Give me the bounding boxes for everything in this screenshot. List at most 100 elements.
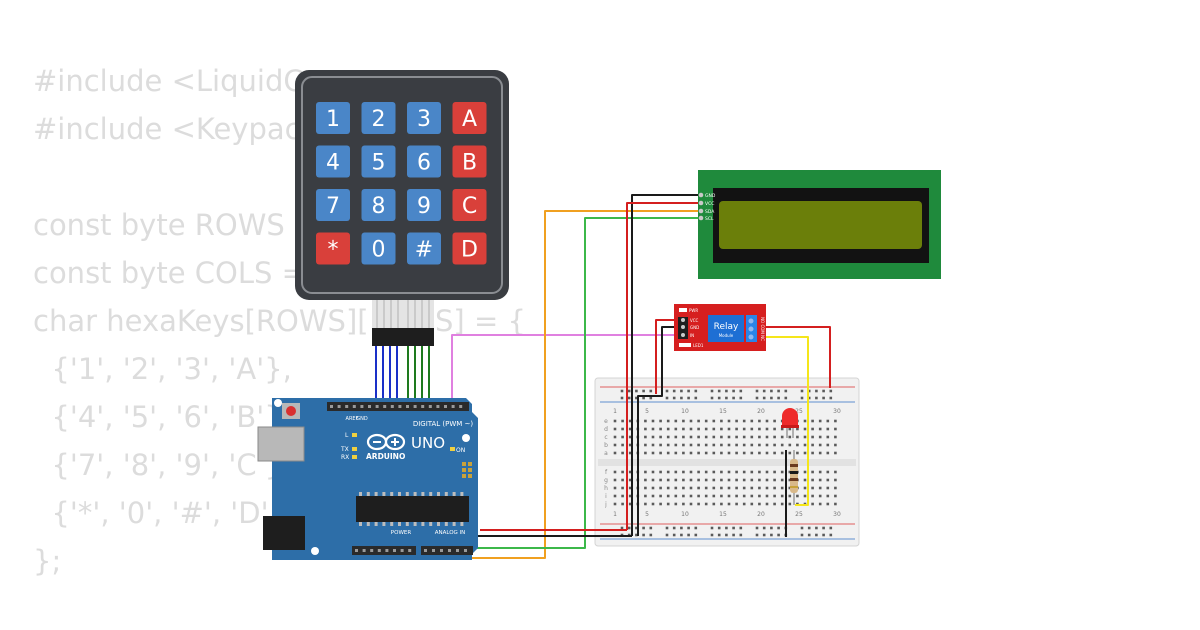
key-hash[interactable]: # bbox=[407, 232, 441, 265]
lcd-pin-label: GND bbox=[705, 193, 716, 199]
bb-hole bbox=[829, 396, 833, 400]
chip-leg bbox=[452, 522, 456, 526]
row-letter: c bbox=[604, 434, 607, 441]
bb-hole bbox=[666, 443, 670, 447]
bb-hole bbox=[651, 486, 655, 490]
row-letter: a bbox=[604, 450, 608, 457]
col-num: 10 bbox=[681, 511, 689, 518]
key-D[interactable]: D bbox=[452, 232, 487, 265]
bb-hole bbox=[732, 533, 735, 537]
key-1[interactable]: 1 bbox=[316, 102, 350, 134]
key-0[interactable]: 0 bbox=[361, 232, 396, 265]
key-cap bbox=[452, 145, 487, 178]
header-pin bbox=[432, 549, 435, 552]
bb-hole bbox=[644, 435, 647, 439]
bb-hole bbox=[750, 419, 754, 423]
bb-hole bbox=[780, 478, 784, 482]
key-3[interactable]: 3 bbox=[407, 102, 441, 134]
bb-hole bbox=[621, 435, 624, 439]
gnd-label: GND bbox=[356, 416, 368, 422]
bb-hole bbox=[659, 478, 662, 482]
bb-hole bbox=[780, 494, 784, 498]
bb-hole bbox=[628, 494, 632, 498]
aref-label: AREF bbox=[346, 416, 359, 422]
bb-hole bbox=[659, 494, 662, 498]
breadboard[interactable]: 1 5 10 15 20 25 30 1 5 10 15 20 25 30 e … bbox=[594, 377, 860, 547]
key-A[interactable]: A bbox=[452, 102, 487, 134]
arduino-brand-label: ARDUINO bbox=[366, 452, 405, 461]
key-cap bbox=[407, 189, 441, 221]
bb-hole bbox=[750, 502, 754, 506]
bb-hole bbox=[834, 486, 837, 490]
key-C[interactable]: C bbox=[452, 189, 487, 221]
led-red[interactable] bbox=[781, 408, 799, 438]
row-letter: e bbox=[604, 418, 608, 425]
bb-hole bbox=[697, 451, 700, 455]
relay-module[interactable]: Relay Module NO COM NC VCC GND IN PWR LE… bbox=[674, 304, 766, 351]
bb-hole bbox=[704, 494, 708, 498]
bb-hole bbox=[613, 486, 617, 490]
bb-hole bbox=[710, 533, 714, 537]
bb-hole bbox=[720, 451, 723, 455]
key-label: 5 bbox=[372, 151, 386, 176]
arduino-uno[interactable]: DIGITAL (PWM ~) AREF GND UNO ARDUINO ON … bbox=[257, 398, 478, 560]
bb-hole bbox=[642, 389, 645, 393]
bb-hole bbox=[755, 396, 759, 400]
bb-hole bbox=[758, 443, 761, 447]
header-pin bbox=[424, 549, 427, 552]
reset-button[interactable] bbox=[286, 406, 296, 416]
key-label: 0 bbox=[372, 238, 386, 263]
key-9[interactable]: 9 bbox=[407, 189, 441, 221]
key-star[interactable]: * bbox=[316, 232, 350, 265]
bb-hole bbox=[627, 396, 631, 400]
bb-hole bbox=[628, 443, 632, 447]
lcd-16x2[interactable]: GND VCC SDA SCL bbox=[698, 170, 941, 279]
bb-hole bbox=[758, 470, 761, 474]
bb-hole bbox=[803, 443, 807, 447]
key-label: C bbox=[462, 194, 477, 219]
key-4[interactable]: 4 bbox=[316, 145, 350, 178]
header-pin bbox=[370, 549, 374, 552]
bb-hole bbox=[649, 396, 653, 400]
lcd-pin bbox=[698, 200, 704, 206]
resistor[interactable] bbox=[790, 450, 798, 505]
bb-hole bbox=[822, 396, 825, 400]
key-2[interactable]: 2 bbox=[361, 102, 396, 134]
bb-hole bbox=[665, 389, 669, 393]
bb-hole bbox=[758, 502, 761, 506]
header-pin bbox=[459, 405, 463, 408]
key-B[interactable]: B bbox=[452, 145, 487, 178]
bb-hole bbox=[784, 389, 788, 393]
bb-hole bbox=[651, 470, 655, 474]
key-5[interactable]: 5 bbox=[361, 145, 396, 178]
chip-leg bbox=[390, 522, 394, 526]
bb-hole bbox=[712, 502, 716, 506]
bb-hole bbox=[834, 443, 837, 447]
resistor-band-4 bbox=[790, 486, 798, 488]
bb-hole bbox=[818, 427, 822, 431]
chip-leg bbox=[413, 492, 417, 496]
bb-hole bbox=[742, 427, 746, 431]
bb-hole bbox=[697, 502, 700, 506]
key-label: D bbox=[461, 238, 478, 263]
code-line-4: const byte ROWS bbox=[33, 208, 285, 242]
key-7[interactable]: 7 bbox=[316, 189, 350, 221]
header-pin bbox=[428, 405, 432, 408]
bb-hole bbox=[762, 526, 766, 530]
bb-hole bbox=[659, 451, 662, 455]
col-num: 25 bbox=[795, 408, 803, 415]
key-8[interactable]: 8 bbox=[361, 189, 396, 221]
bb-hole bbox=[717, 526, 721, 530]
bb-hole bbox=[680, 533, 683, 537]
bb-hole bbox=[735, 478, 738, 482]
key-6[interactable]: 6 bbox=[407, 145, 441, 178]
chip-leg bbox=[452, 492, 456, 496]
bb-hole bbox=[704, 502, 708, 506]
bb-hole bbox=[710, 396, 714, 400]
bb-hole bbox=[780, 427, 784, 431]
bb-hole bbox=[665, 526, 669, 530]
bb-hole bbox=[727, 494, 731, 498]
chip-leg bbox=[421, 492, 425, 496]
wires bbox=[375, 194, 831, 559]
